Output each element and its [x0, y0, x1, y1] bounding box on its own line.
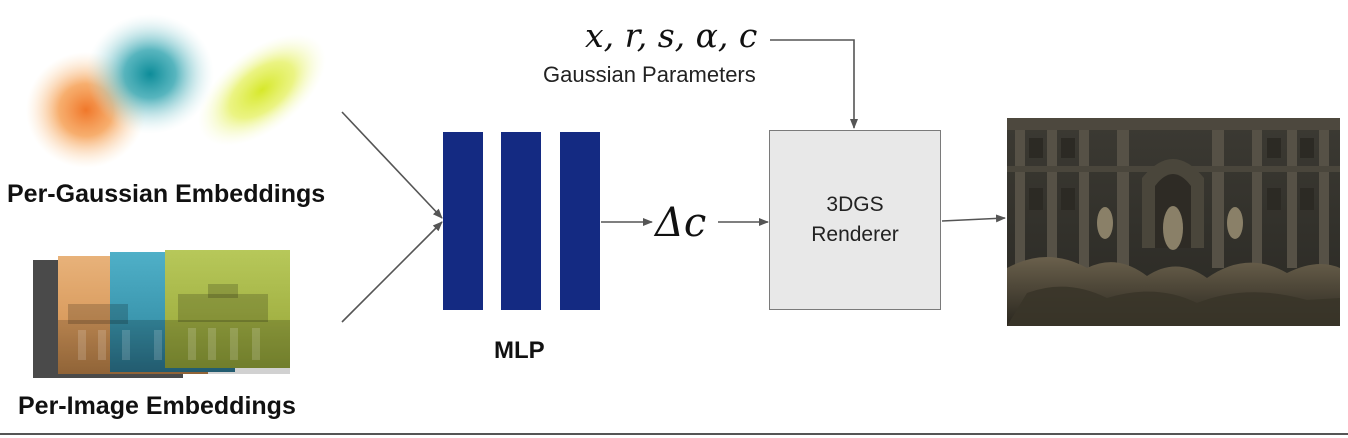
- gaussian-params-label: Gaussian Parameters: [543, 62, 756, 87]
- params-to-renderer-arrow: [770, 39, 858, 129]
- per-gaussian-embeddings-label: Per-Gaussian Embeddings: [7, 180, 326, 208]
- trevi-fountain-render: [1007, 118, 1340, 326]
- renderer-line2: Renderer: [811, 223, 899, 246]
- teal-gaussian: [86, 14, 214, 134]
- rendered-output-image: [1007, 118, 1340, 326]
- per-image-embeddings-label: Per-Image Embeddings: [18, 392, 296, 420]
- 3dgs-renderer-box: 3DGS Renderer: [769, 130, 941, 310]
- per-image-cards: [30, 250, 300, 385]
- mlp-layer-3: [560, 132, 600, 310]
- mlp-label: MLP: [494, 337, 545, 364]
- card-green: [165, 250, 290, 368]
- yellow-gaussian: [197, 34, 327, 146]
- renderer-to-output-arrow: [941, 214, 1006, 223]
- delta-c-label: Δc: [655, 200, 707, 246]
- renderer-line1: 3DGS: [826, 193, 884, 216]
- gaussian-to-mlp-arrow: [341, 111, 443, 219]
- bottom-divider: [0, 433, 1348, 435]
- gaussian-params-symbols: x, r, s, α, c: [585, 16, 758, 55]
- mlp-layer-2: [501, 132, 541, 310]
- card-building-silhouette: [58, 284, 290, 374]
- gaussian-blobs: [26, 14, 327, 168]
- mlp-layer-1: [443, 132, 483, 310]
- image-to-mlp-arrow: [341, 221, 443, 323]
